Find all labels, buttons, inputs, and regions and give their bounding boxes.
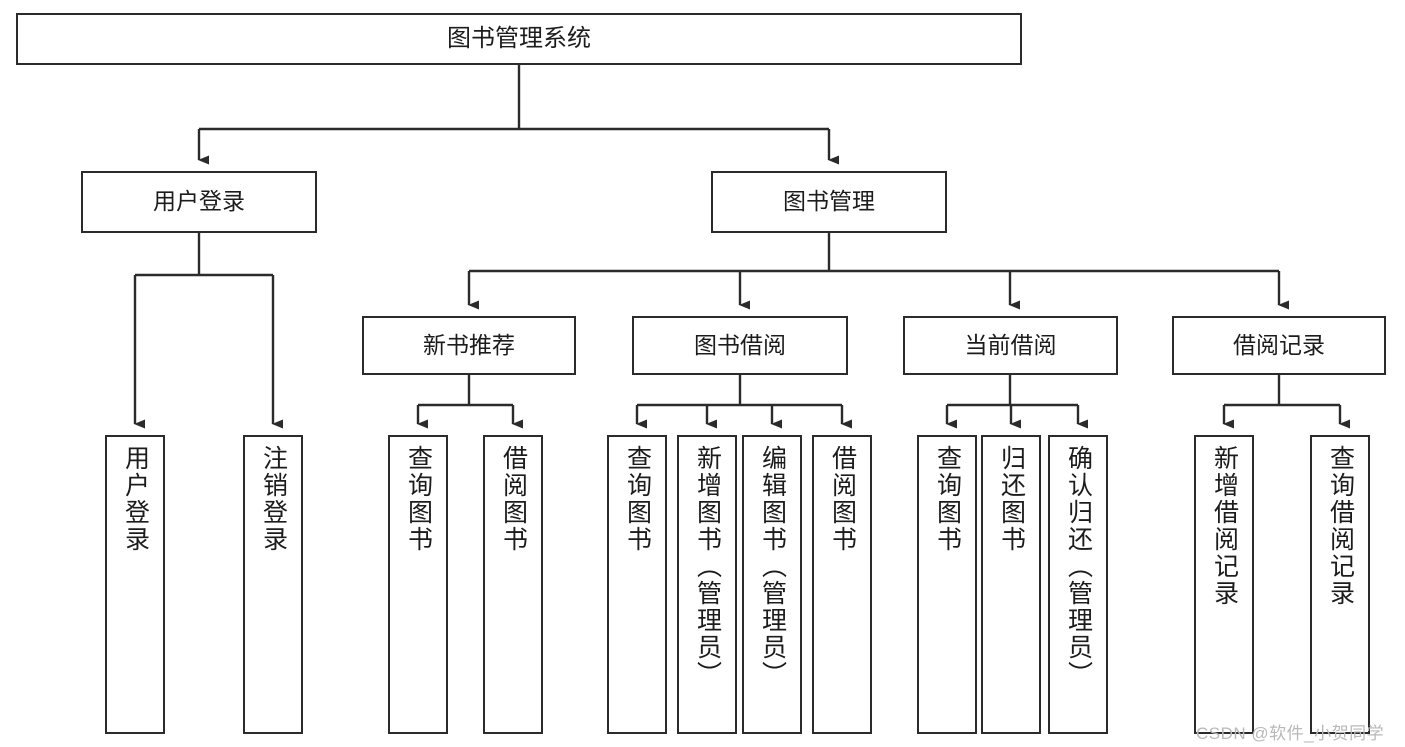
node-user-login[interactable]: 用户登录 [81,171,317,233]
node-root[interactable]: 图书管理系统 [16,13,1022,65]
node-root-label: 图书管理系统 [447,24,591,52]
edge-group-book-manage [467,233,1289,310]
node-new-book-rec[interactable]: 新书推荐 [362,316,576,375]
node-book-borrow[interactable]: 图书借阅 [632,316,848,375]
edge-group-user-login [133,233,283,429]
node-book-manage-label: 图书管理 [783,188,875,215]
edge-group-root [197,65,839,165]
node-leaf-confirm-return-label: 确认归还（管理员） [1064,445,1093,688]
node-borrow-record[interactable]: 借阅记录 [1172,316,1386,375]
node-leaf-query-record[interactable]: 查询借阅记录 [1310,435,1370,734]
node-leaf-edit-book-label: 编辑图书（管理员） [758,445,787,688]
node-leaf-borrow-book-1-label: 借阅图书 [499,445,528,553]
edge-group-book-borrow [635,375,852,429]
edge-group-borrow-record [1222,375,1350,429]
node-leaf-query-book-1-label: 查询图书 [404,445,433,553]
node-leaf-user-login-label: 用户登录 [121,445,150,553]
edge-group-new-book-rec [416,375,523,429]
node-user-login-label: 用户登录 [153,188,245,215]
node-leaf-query-book-3[interactable]: 查询图书 [917,435,977,734]
node-leaf-return-book-label: 归还图书 [997,445,1026,553]
node-current-borrow[interactable]: 当前借阅 [903,316,1118,375]
node-leaf-user-login[interactable]: 用户登录 [105,435,165,734]
node-leaf-borrow-book-2[interactable]: 借阅图书 [812,435,872,734]
node-leaf-return-book[interactable]: 归还图书 [981,435,1041,734]
node-leaf-query-record-label: 查询借阅记录 [1326,445,1355,607]
node-leaf-edit-book[interactable]: 编辑图书（管理员） [742,435,802,734]
node-borrow-record-label: 借阅记录 [1233,331,1325,358]
node-new-book-rec-label: 新书推荐 [423,331,515,358]
node-leaf-user-logout[interactable]: 注销登录 [243,435,303,734]
node-leaf-query-book-2[interactable]: 查询图书 [607,435,667,734]
node-leaf-query-book-1[interactable]: 查询图书 [388,435,448,734]
node-current-borrow-label: 当前借阅 [964,331,1057,358]
node-leaf-user-logout-label: 注销登录 [259,445,288,553]
node-leaf-add-book-label: 新增图书（管理员） [693,445,722,688]
node-leaf-add-record-label: 新增借阅记录 [1210,445,1239,607]
node-book-borrow-label: 图书借阅 [694,331,786,358]
node-leaf-borrow-book-2-label: 借阅图书 [828,445,857,553]
node-leaf-query-book-2-label: 查询图书 [623,445,652,553]
node-book-manage[interactable]: 图书管理 [711,171,947,233]
node-leaf-confirm-return[interactable]: 确认归还（管理员） [1048,435,1108,734]
node-leaf-borrow-book-1[interactable]: 借阅图书 [483,435,543,734]
node-leaf-query-book-3-label: 查询图书 [933,445,962,553]
node-leaf-add-book[interactable]: 新增图书（管理员） [677,435,737,734]
watermark-text: CSDN @软件_小贺同学 [1196,724,1385,743]
edge-group-current-borrow [945,375,1088,429]
node-leaf-add-record[interactable]: 新增借阅记录 [1194,435,1254,734]
